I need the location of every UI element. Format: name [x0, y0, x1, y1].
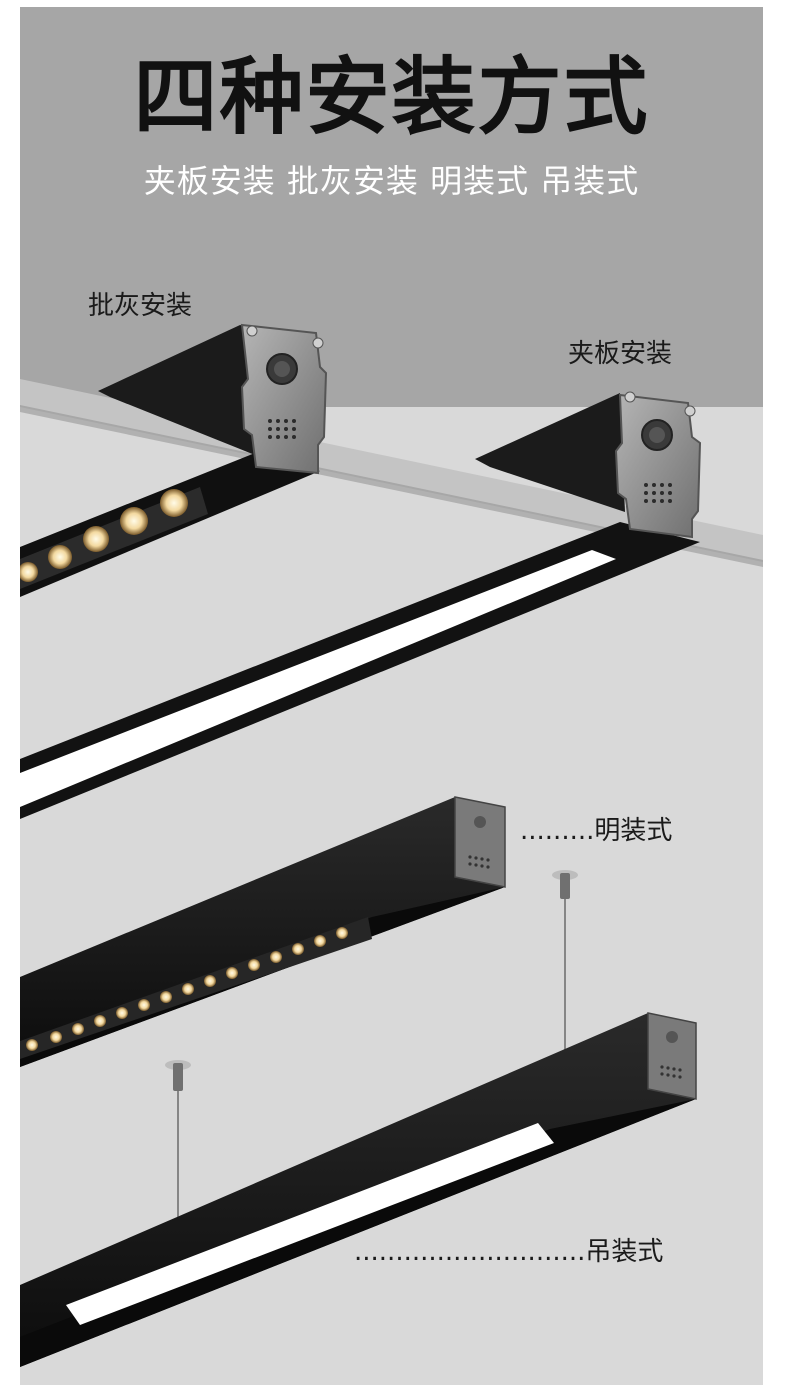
- clamp-bracket-icon: [614, 391, 702, 539]
- led-spot: [20, 562, 38, 582]
- product-scene: [20, 7, 763, 1385]
- page-title: 四种安装方式: [133, 48, 650, 146]
- led-spot: [83, 526, 109, 552]
- pendant-profile-bottom: [20, 1099, 696, 1367]
- led-spot: [120, 507, 148, 535]
- label-surface-mount: .........明装式: [520, 816, 673, 846]
- surface-profile-bottom: [20, 887, 505, 1067]
- surface-led-row: [26, 927, 348, 1051]
- plaster-led-row: [20, 489, 188, 582]
- pendant-wire-left: [165, 1060, 191, 1217]
- recess-slot-left: [98, 325, 255, 455]
- pendant-endcap-icon: [647, 1012, 697, 1100]
- mounting-bracket-icon: [240, 323, 328, 475]
- label-pendant-mount: ............................吊装式: [354, 1237, 664, 1267]
- led-spot: [48, 545, 72, 569]
- installation-poster: 四种安装方式 夹板安装 批灰安装 明装式 吊装式 批灰安装 夹板安装 .....…: [20, 7, 763, 1385]
- clamp-diffuser: [20, 550, 616, 807]
- surface-endcap-icon: [454, 796, 506, 888]
- ceiling-plane: [20, 7, 763, 407]
- page-subtitle: 夹板安装 批灰安装 明装式 吊装式: [143, 162, 640, 200]
- ceiling-edge-shadow: [20, 405, 763, 567]
- clamp-profile: [20, 522, 700, 819]
- surface-led-strip: [20, 917, 372, 1059]
- pendant-wire-right: [552, 870, 578, 1057]
- pendant-diffuser: [66, 1123, 554, 1325]
- label-plaster-install: 批灰安装: [88, 291, 193, 321]
- led-spot: [160, 489, 188, 517]
- recess-slot-right: [475, 393, 625, 512]
- label-clamp-install: 夹板安装: [568, 339, 673, 369]
